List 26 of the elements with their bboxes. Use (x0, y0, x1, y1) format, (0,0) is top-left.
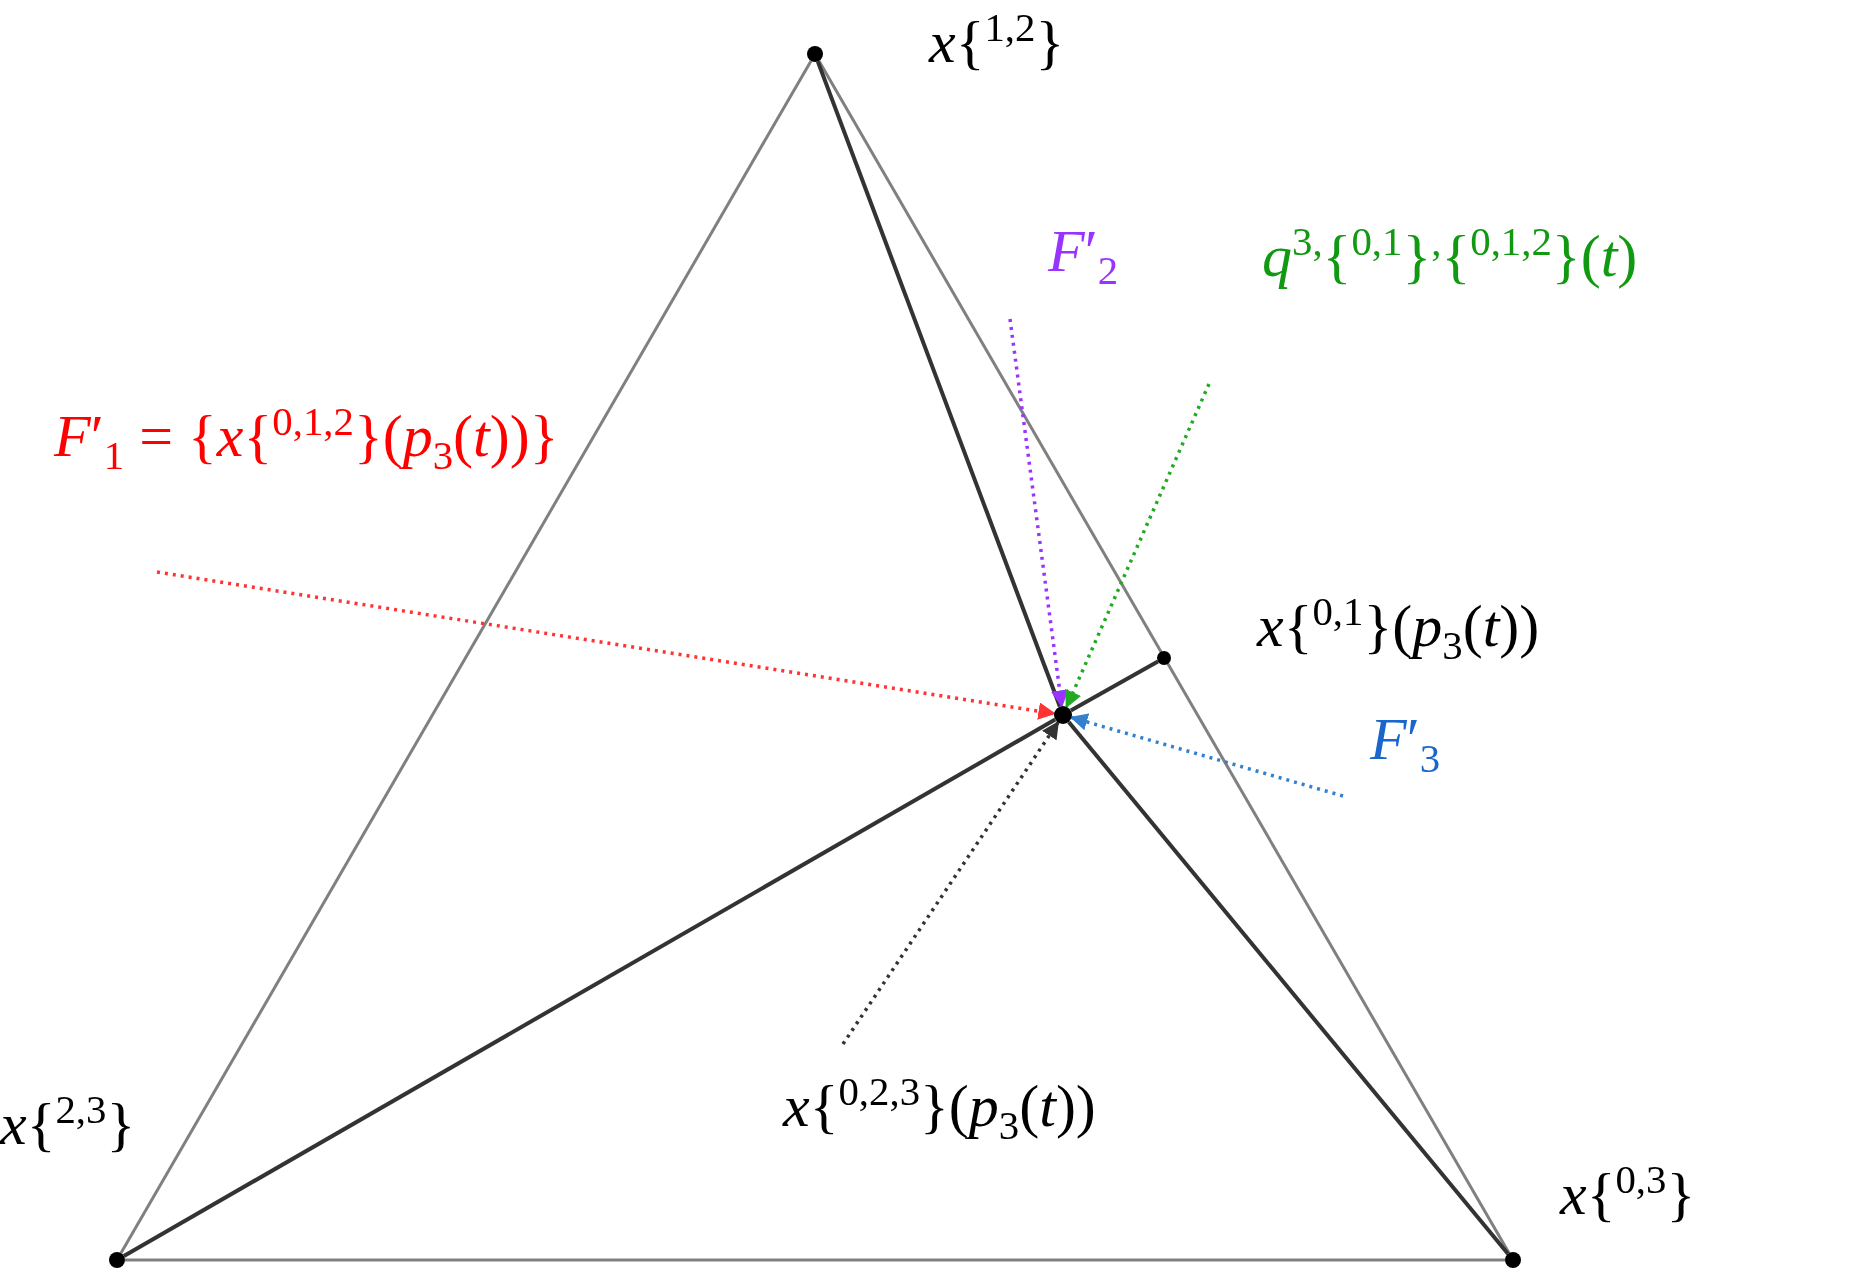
line-segment (817, 60, 1511, 1254)
leader-arrow (156, 570, 1056, 720)
point-label: x{$^{0,1}$}(p$_{3}$(t)) (1257, 590, 1540, 669)
point-label: x{$^{1,2}$} (929, 6, 1065, 75)
line-segment (1069, 659, 1159, 713)
line-segment (122, 717, 1057, 1258)
line-segment (125, 1258, 1505, 1262)
line-segment (1067, 720, 1510, 1256)
line-segment (119, 60, 813, 1254)
leader-arrow (1008, 318, 1069, 708)
formula-label: F′$_{1}$ = {x{$^{0,1,2}$}(p$_{3}$(t))} (54, 403, 559, 469)
formula-label: q$^{3,}${$^{0,1}$}$^{,}${$^{0,1,2}$}(t) (1262, 223, 1638, 289)
formula-label: F′$_{2}$ (1048, 218, 1119, 284)
point-label: x{$^{2,3}$} (0, 1088, 136, 1157)
line-segment (815, 60, 1062, 708)
leader-arrow (1065, 383, 1211, 709)
formula-label: F′$_{3}$ (1370, 706, 1441, 772)
point-dot (1505, 1252, 1521, 1268)
point-label: x{$^{0,3}$} (1560, 1158, 1696, 1227)
leader-arrow (1069, 713, 1344, 798)
point-dot (1054, 706, 1072, 724)
formula-label: x{$^{0,2,3}$}(p$_{3}$(t)) (783, 1073, 1096, 1139)
point-dot (1157, 651, 1171, 665)
leader-arrow (841, 721, 1060, 1045)
point-dot (109, 1252, 125, 1268)
point-dot (807, 46, 823, 62)
